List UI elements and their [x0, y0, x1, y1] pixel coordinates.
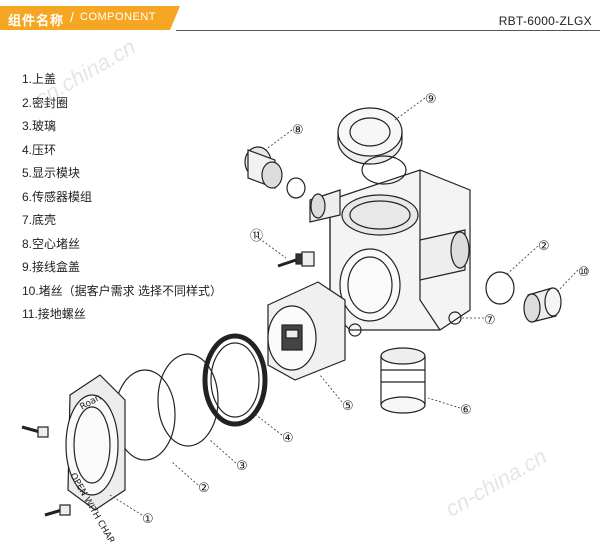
title-badge [0, 6, 170, 30]
junction-box-cover-part [337, 107, 407, 185]
callout-5: ⑤ [342, 399, 354, 414]
title-en: COMPONENT [80, 11, 156, 23]
part-item: 2.密封圈 [22, 95, 69, 110]
display-module-part [267, 281, 346, 381]
callout-11: ⑪ [250, 229, 263, 244]
plug-part [523, 287, 562, 323]
callout-10: ⑩ [578, 265, 590, 280]
part-item: 10.堵丝（据客户需求 选择不同样式） [22, 283, 223, 298]
callout-2-right: ② [538, 239, 550, 254]
sensor-module-part [380, 347, 426, 414]
part-item: 9.接线盒盖 [22, 260, 81, 274]
callout-2: ② [198, 481, 210, 496]
title-cn: 组件名称 [8, 13, 65, 28]
title-badge-tail [170, 6, 180, 30]
bottom-housing-part [309, 169, 471, 337]
part-item: 1.上盖 [22, 72, 57, 86]
leader-lines [109, 97, 579, 516]
part-item: 3.玻璃 [22, 119, 57, 133]
callout-3: ③ [236, 459, 248, 474]
ground-screw-part [277, 251, 315, 268]
hollow-plug-part [244, 146, 306, 199]
part-item: 4.压环 [22, 142, 57, 157]
model-number: RBT-6000-ZLGX [498, 14, 592, 28]
press-ring-part [202, 333, 268, 427]
part-item: 7.底壳 [22, 213, 57, 227]
cover-screws [21, 425, 71, 517]
glass-part [157, 353, 219, 447]
part-item: 8.空心堵丝 [22, 236, 81, 251]
callout-4: ④ [282, 431, 294, 446]
callout-7: ⑦ [484, 313, 496, 328]
callout-1: ① [142, 512, 154, 527]
callout-8: ⑧ [292, 123, 304, 138]
callout-9: ⑨ [425, 92, 437, 107]
header: 组件名称 / COMPONENT RBT-6000-ZLGX [0, 0, 600, 36]
part-item: 11.接地螺丝 [22, 307, 86, 321]
right-seal-ring-part [485, 271, 515, 305]
top-cover-part [65, 374, 126, 511]
title-separator: / [70, 9, 74, 25]
callout-6: ⑥ [460, 403, 472, 418]
parts-list: 1.上盖 2.密封圈 3.玻璃 4.压环 5.显示模块 6.传感器模组 7.底壳… [22, 70, 222, 329]
part-item: 6.传感器模组 [22, 189, 93, 204]
part-item: 5.显示模块 [22, 166, 81, 180]
header-rule [176, 30, 600, 31]
